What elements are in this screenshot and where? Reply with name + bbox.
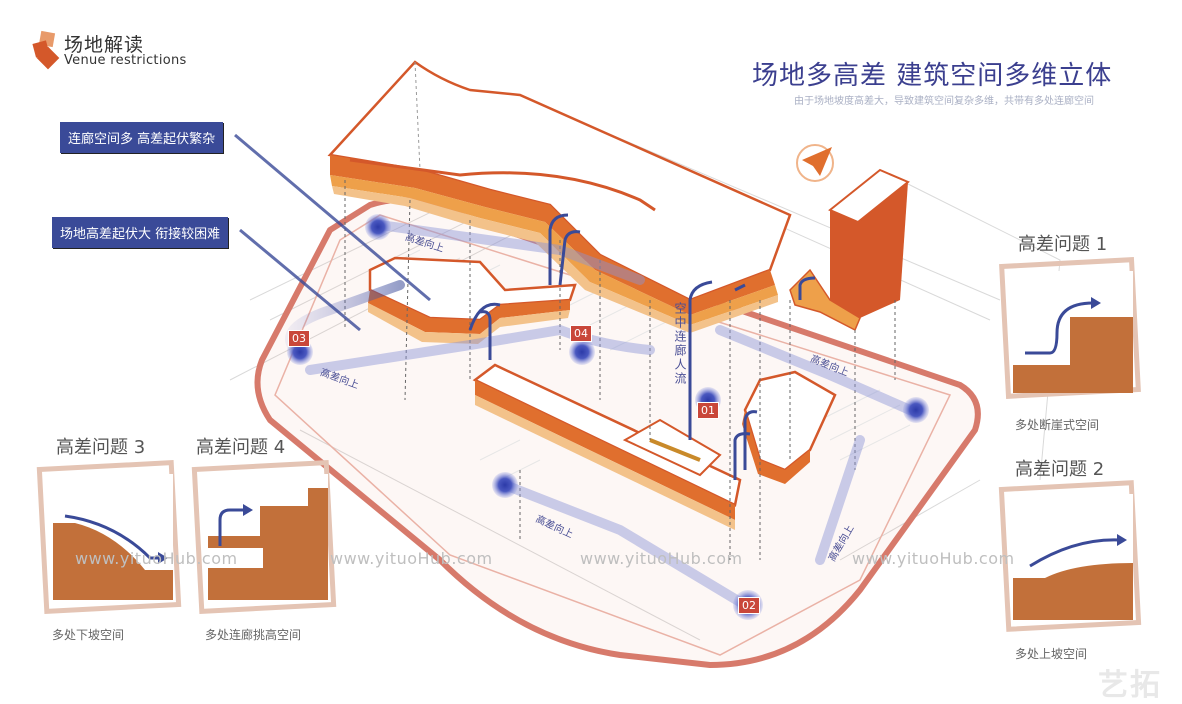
panel1-caption: 多处断崖式空间 <box>1015 418 1100 432</box>
tag-terrain: 场地高差起伏大 衔接较困难 <box>52 217 229 248</box>
header-logo-icon <box>30 30 62 70</box>
panel2-title: 高差问题 2 <box>1015 459 1105 480</box>
watermark-2: www.yituoHub.com <box>330 549 493 568</box>
building-mid <box>368 256 577 344</box>
building-front <box>472 363 742 530</box>
panel2-caption: 多处上坡空间 <box>1015 647 1088 661</box>
panel3-caption: 多处下坡空间 <box>52 628 125 642</box>
marker-02: 02 <box>738 597 760 614</box>
projection-lines <box>344 180 896 560</box>
tag-corridor: 连廊空间多 高差起伏繁杂 <box>60 122 224 153</box>
brand-logo: 艺拓 <box>1098 668 1162 703</box>
panel2-illustration <box>998 480 1142 632</box>
flow-label-corridor: 空中连廊人流 <box>673 302 687 386</box>
marker-04: 04 <box>570 325 592 342</box>
header-title: 场地解读 <box>64 34 145 56</box>
main-title: 场地多高差 建筑空间多维立体 <box>752 61 1113 91</box>
panel1-title: 高差问题 1 <box>1018 234 1108 255</box>
compass-icon <box>796 144 834 182</box>
marker-01: 01 <box>697 402 719 419</box>
marker-03: 03 <box>288 330 310 347</box>
leader-lines <box>234 133 431 332</box>
panel4-title: 高差问题 4 <box>196 437 286 458</box>
watermark-1: www.yituoHub.com <box>75 549 238 568</box>
watermark-3: www.yituoHub.com <box>580 549 743 568</box>
panel4-illustration <box>191 460 337 614</box>
building-tower <box>789 168 910 332</box>
panel4-caption: 多处连廊挑高空间 <box>205 628 302 642</box>
building-top <box>327 60 792 333</box>
panel1-illustration <box>999 257 1141 399</box>
connector-arrows <box>468 213 816 480</box>
main-subtitle: 由于场地坡度高差大，导致建筑空间复杂多维，共带有多处连廊空间 <box>794 96 1094 107</box>
panel3-illustration <box>36 460 182 614</box>
header-subtitle: Venue restrictions <box>64 53 187 68</box>
watermark-4: www.yituoHub.com <box>852 549 1015 568</box>
panel3-title: 高差问题 3 <box>56 437 146 458</box>
